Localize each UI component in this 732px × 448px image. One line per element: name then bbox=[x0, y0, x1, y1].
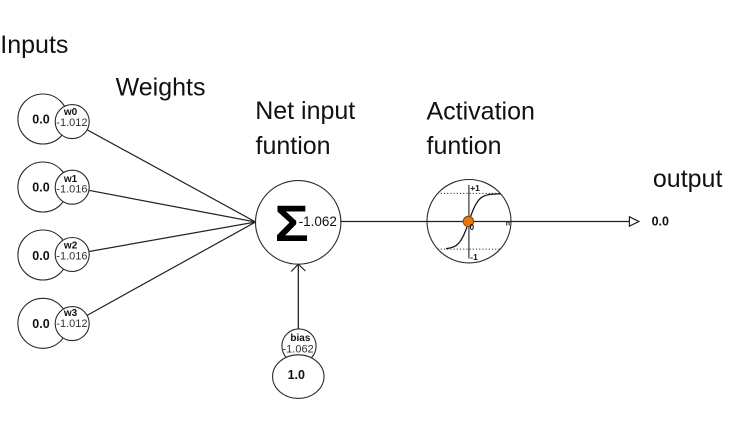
svg-text:0.0: 0.0 bbox=[652, 215, 669, 229]
svg-text:+1: +1 bbox=[470, 183, 480, 193]
svg-text:w1: w1 bbox=[63, 174, 78, 185]
svg-text:Activation: Activation bbox=[427, 97, 535, 125]
svg-text:n: n bbox=[506, 221, 510, 228]
svg-text:funtion: funtion bbox=[256, 132, 331, 160]
svg-text:-1.012: -1.012 bbox=[56, 318, 87, 330]
svg-text:w3: w3 bbox=[63, 308, 78, 319]
svg-text:-1: -1 bbox=[470, 252, 478, 262]
svg-text:Σ: Σ bbox=[275, 196, 309, 253]
svg-text:0.0: 0.0 bbox=[32, 113, 49, 127]
svg-text:Net input: Net input bbox=[255, 97, 355, 125]
svg-text:Weights: Weights bbox=[116, 73, 206, 101]
svg-text:bias: bias bbox=[290, 333, 310, 344]
svg-text:funtion: funtion bbox=[427, 132, 502, 160]
svg-text:-1.062: -1.062 bbox=[299, 214, 337, 229]
svg-text:-1.012: -1.012 bbox=[56, 117, 87, 129]
svg-text:-1.062: -1.062 bbox=[282, 343, 313, 355]
svg-text:0.0: 0.0 bbox=[32, 317, 49, 331]
svg-text:-1.016: -1.016 bbox=[56, 250, 87, 262]
svg-text:1.0: 1.0 bbox=[288, 368, 305, 382]
svg-text:-1.016: -1.016 bbox=[56, 183, 87, 195]
svg-text:w0: w0 bbox=[63, 107, 78, 118]
svg-text:output: output bbox=[653, 165, 723, 193]
svg-text:0.0: 0.0 bbox=[32, 181, 49, 195]
svg-text:0: 0 bbox=[470, 223, 475, 232]
svg-text:w2: w2 bbox=[63, 241, 78, 252]
svg-text:0.0: 0.0 bbox=[32, 249, 49, 263]
svg-text:Inputs: Inputs bbox=[0, 31, 68, 59]
